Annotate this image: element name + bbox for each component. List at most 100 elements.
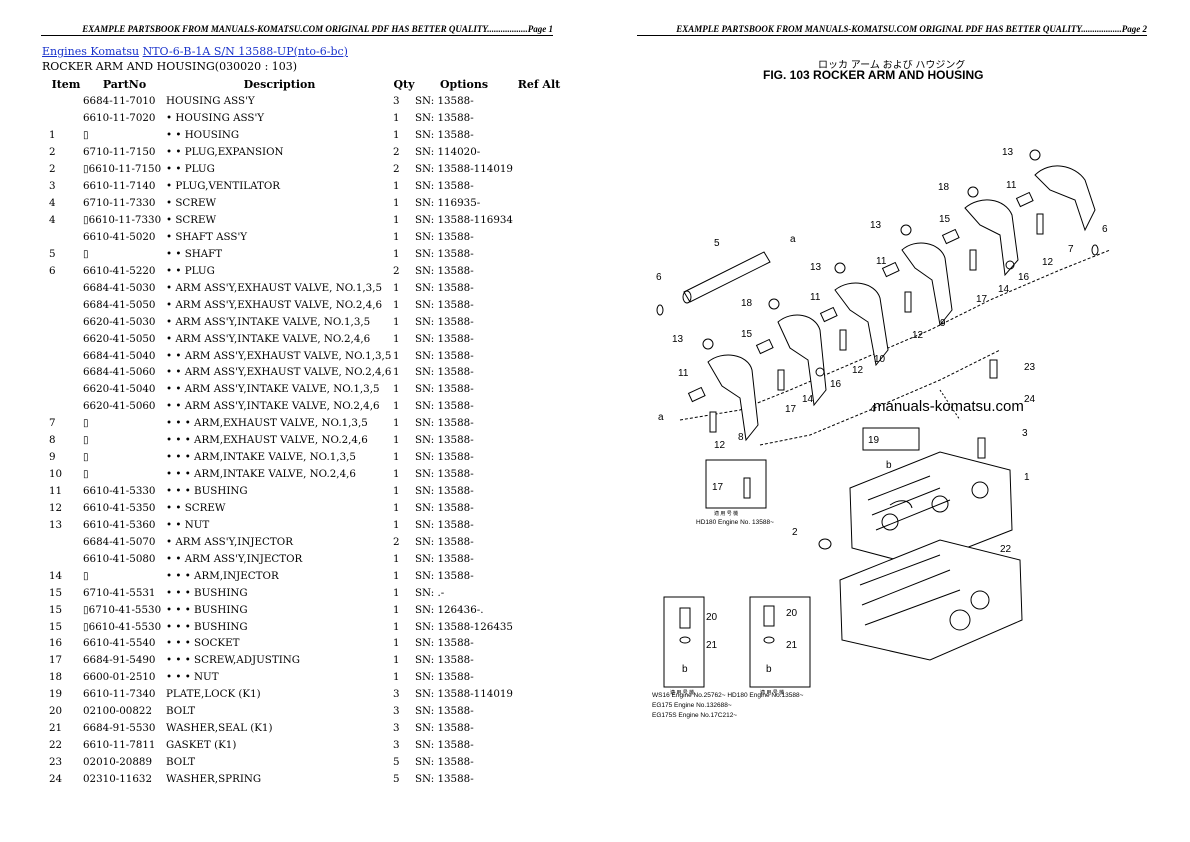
cell-options: SN: 13588- — [415, 349, 474, 362]
cylinder-head-port-c — [971, 481, 989, 499]
table-row: 6620-41-5060• • ARM ASS'Y,INTAKE VALVE, … — [42, 398, 565, 415]
cell-description: • • • BUSHING — [166, 586, 248, 599]
cell-options: SN: 13588- — [415, 180, 474, 193]
cell-qty: 1 — [393, 569, 400, 582]
cell-options: SN: 13588- — [415, 535, 474, 548]
cell-options: SN: 13588- — [415, 722, 474, 735]
cell-partno: 6684-11-7010 — [83, 95, 156, 108]
callout-14: 14 — [802, 394, 814, 405]
cell-options: SN: .- — [415, 586, 445, 599]
callout-b: b — [766, 664, 772, 675]
cylinder-head-port-a — [881, 513, 899, 531]
inset-bolt-20-b — [763, 605, 775, 627]
callout-20: 20 — [786, 608, 798, 619]
bushing-11-a — [1015, 191, 1034, 208]
cell-partno: 6610-11-7140 — [83, 180, 156, 193]
cell-ref-alt — [513, 330, 565, 347]
cell-options: SN: 13588- — [415, 654, 474, 667]
inset-top-note: HD180 Engine No. 13588~ — [696, 519, 774, 526]
inset-box-17 — [705, 459, 767, 509]
cell-qty: 1 — [393, 315, 400, 328]
cell-options: SN: 13588- — [415, 451, 474, 464]
cell-description: • PLUG,VENTILATOR — [166, 180, 281, 193]
cell-qty: 2 — [393, 146, 400, 159]
cell-partno: ▯ — [83, 247, 89, 260]
breadcrumb-link-engines[interactable]: Engines Komatsu — [42, 45, 140, 58]
parts-table-header: Item PartNo Description Qty Options Ref … — [42, 76, 565, 93]
cell-item: 20 — [49, 705, 63, 718]
rocker-arm-8-icon — [707, 354, 759, 442]
inset-washer-21-a — [679, 636, 691, 644]
cell-item: 15 — [49, 620, 63, 633]
table-row: 6620-41-5040• • ARM ASS'Y,INTAKE VALVE, … — [42, 381, 565, 398]
gasket-port-b — [970, 590, 990, 610]
cell-description: • • • SOCKET — [166, 637, 240, 650]
cell-ref-alt — [513, 110, 565, 127]
callout-12: 12 — [1042, 257, 1054, 268]
cell-ref-alt — [513, 144, 565, 161]
cell-item: 10 — [49, 468, 63, 481]
nut-13-a — [1029, 149, 1041, 161]
bushing-11-c — [819, 306, 838, 323]
cell-item: 24 — [49, 772, 63, 785]
cell-qty: 1 — [393, 366, 400, 379]
cell-ref-alt — [513, 737, 565, 754]
cell-partno: 6684-41-5030 — [83, 281, 156, 294]
rocker-arm-7-icon — [1034, 165, 1096, 232]
cell-description: • • PLUG,EXPANSION — [166, 146, 284, 159]
cell-options: SN: 13588- — [415, 264, 474, 277]
inset-screw-17 — [743, 477, 751, 499]
nut-18-a — [967, 186, 979, 198]
cell-qty: 1 — [393, 247, 400, 260]
cell-item: 9 — [49, 451, 56, 464]
cell-ref-alt — [513, 161, 565, 178]
callout-18: 18 — [741, 298, 753, 309]
bushing-11-d — [687, 386, 706, 403]
column-header-options: Options — [439, 78, 489, 91]
gasket-port-a — [949, 609, 971, 631]
cell-description: • ARM ASS'Y,EXHAUST VALVE, NO.1,3,5 — [166, 281, 383, 294]
cell-qty: 1 — [393, 501, 400, 514]
cell-description: GASKET (K1) — [166, 739, 237, 752]
cell-ref-alt — [513, 754, 565, 771]
callout-3: 3 — [1022, 428, 1028, 439]
cell-qty: 1 — [393, 214, 400, 227]
shaft-end-icon — [682, 290, 692, 304]
cell-item: 12 — [49, 501, 63, 514]
breadcrumb-link-model[interactable]: NTO-6-B-1A S/N 13588-UP(nto-6-bc) — [142, 45, 348, 58]
callout-12: 12 — [714, 440, 726, 451]
cell-options: SN: 13588-114019 — [415, 688, 513, 701]
cell-item — [42, 296, 83, 313]
cell-ref-alt — [513, 635, 565, 652]
cell-partno: ▯6610-11-7150 — [83, 163, 162, 176]
cell-description: • • • SCREW,ADJUSTING — [166, 654, 301, 667]
callout-b: b — [682, 664, 688, 675]
bottom-note-3: EG175S Engine No.17C212~ — [652, 712, 737, 719]
cell-item — [42, 313, 83, 330]
nut-13-c — [834, 262, 846, 274]
cell-description: • • ARM ASS'Y,INTAKE VALVE, NO.1,3,5 — [166, 383, 380, 396]
socket-16-a — [1005, 260, 1015, 270]
cell-description: • • SCREW — [166, 501, 226, 514]
cell-item — [42, 229, 83, 246]
table-row: 6684-41-5060• • ARM ASS'Y,EXHAUST VALVE,… — [42, 364, 565, 381]
cell-qty: 1 — [393, 230, 400, 243]
cylinder-head-ports — [867, 475, 951, 531]
cell-partno: ▯6710-41-5530 — [83, 603, 162, 616]
adjusting-screw-17-b — [777, 369, 785, 391]
exploded-parts-diagram: ロッカ アーム および ハウジング FIG. 103 ROCKER ARM AN… — [652, 60, 1111, 719]
cell-partno: 6620-41-5030 — [83, 315, 156, 328]
cell-ref-alt — [513, 516, 565, 533]
cell-options: SN: 13588- — [415, 468, 474, 481]
column-header-ref-alt: Ref Alt — [517, 78, 561, 91]
cell-partno: ▯6610-41-5530 — [83, 620, 162, 633]
rocker-arm-14-icon — [964, 199, 1019, 277]
